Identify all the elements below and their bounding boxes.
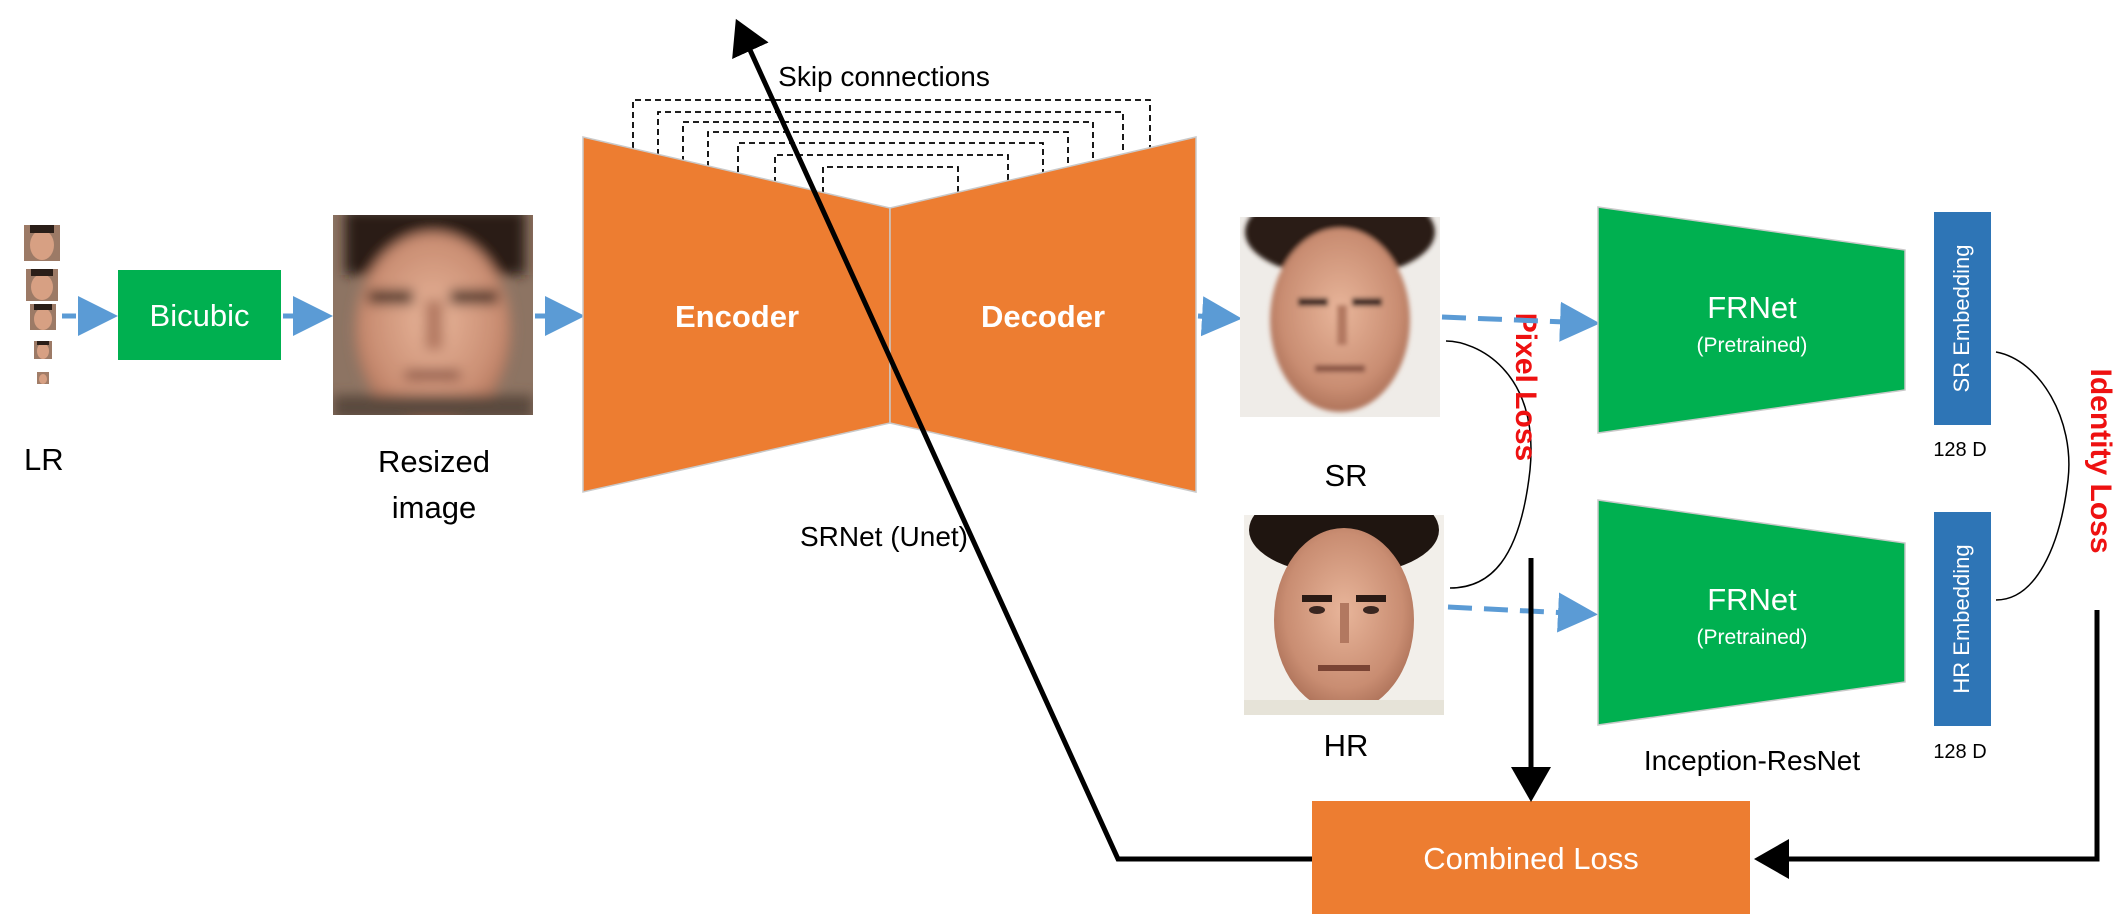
resized-label-line2: image <box>392 490 476 525</box>
sr-embedding-label: SR Embedding <box>1949 245 1974 393</box>
encoder-label: Encoder <box>675 299 799 334</box>
identity-loss-curve <box>1995 351 2070 601</box>
frnet-top-block <box>1597 206 1906 434</box>
hr-label: HR <box>1324 728 1369 763</box>
decoder-label: Decoder <box>981 299 1105 334</box>
arrow-hr-to-frnet <box>1447 592 1598 633</box>
frnet-bottom-block <box>1597 499 1906 726</box>
sr-face-image <box>1240 217 1440 417</box>
resized-face-image <box>333 215 533 415</box>
inception-resnet-label: Inception-ResNet <box>1644 745 1861 776</box>
sr-label: SR <box>1324 458 1367 493</box>
frnet-top-sublabel: (Pretrained) <box>1697 334 1808 357</box>
frnet-bottom-label: FRNet <box>1707 582 1797 617</box>
resized-label-line1: Resized <box>378 444 490 479</box>
sr-embedding-box <box>1934 212 1991 425</box>
hr-embedding-dim: 128 D <box>1933 741 1986 763</box>
combined-loss-label: Combined Loss <box>1423 841 1638 876</box>
srnet-label: SRNet (Unet) <box>800 521 968 552</box>
sr-embedding-dim: 128 D <box>1933 439 1986 461</box>
hr-face-image <box>1244 515 1444 715</box>
pixel-loss-label: Pixel Loss <box>1509 313 1542 461</box>
arrow-identity-loss-to-combined <box>1754 610 2100 879</box>
frnet-bottom-sublabel: (Pretrained) <box>1697 626 1808 649</box>
hr-embedding-label: HR Embedding <box>1949 544 1974 693</box>
lr-face-thumbnails <box>24 225 60 384</box>
bicubic-box <box>118 270 281 360</box>
feedback-arrow <box>732 18 1312 862</box>
skip-connections <box>632 99 1151 193</box>
identity-loss-label: Identity Loss <box>2084 368 2117 553</box>
arrow-decoder-to-sr <box>1197 296 1242 337</box>
skip-connections-label: Skip connections <box>778 61 990 92</box>
frnet-top-label: FRNet <box>1707 290 1797 325</box>
hr-embedding-box <box>1934 512 1991 726</box>
decoder-block <box>889 136 1197 493</box>
pixel-loss-curve <box>1445 340 1532 589</box>
combined-loss-box <box>1312 801 1750 914</box>
bicubic-label: Bicubic <box>150 298 250 333</box>
lr-label: LR <box>24 442 64 477</box>
arrow-sr-to-frnet <box>1441 301 1600 342</box>
